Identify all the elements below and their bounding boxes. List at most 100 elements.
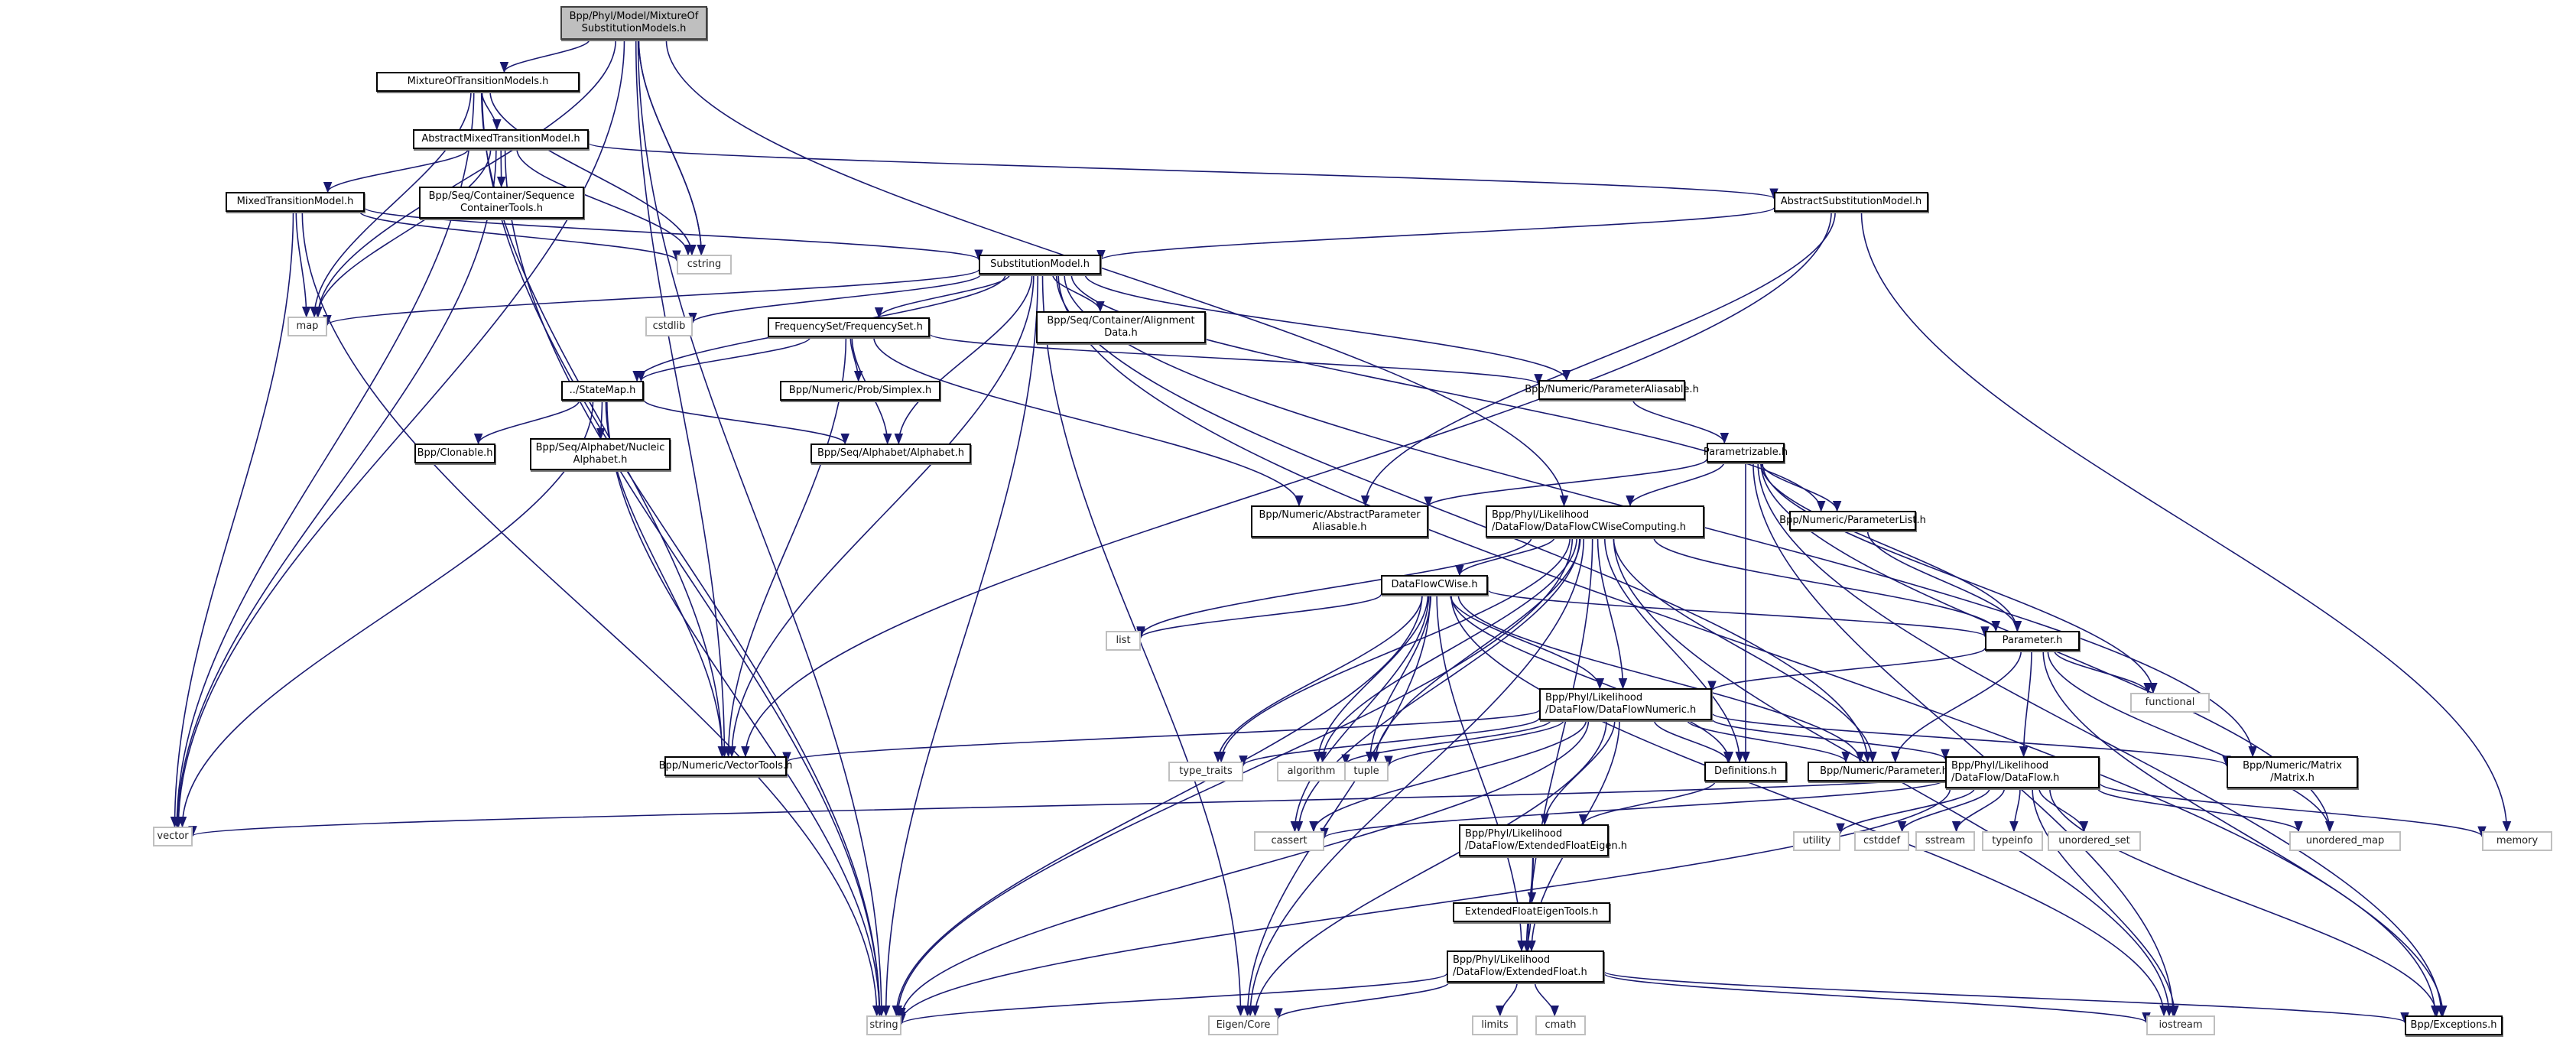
- edge-df-to-cstddef: [1897, 788, 1990, 833]
- edge-df-to-utility: [1836, 788, 1975, 835]
- edge-fs-to-pal: [929, 333, 1543, 385]
- node-eigen[interactable]: Eigen/Core: [1208, 1015, 1278, 1035]
- node-asm[interactable]: AbstractSubstitutionModel.h: [1774, 192, 1928, 212]
- edge-dfn-to-algo: [1341, 720, 1551, 765]
- edge-motm-to-map: [310, 91, 472, 318]
- node-dfcw[interactable]: DataFlowCWise.h: [1381, 575, 1488, 595]
- edge-sm-to-exc: [1057, 274, 2440, 1017]
- node-df[interactable]: Bpp/Phyl/Likelihood /DataFlow/DataFlow.h: [1945, 756, 2100, 788]
- edge-dfn-to-vt: [782, 710, 1540, 763]
- edge-sm-to-ad: [1052, 274, 1105, 313]
- node-sstream[interactable]: sstream: [1915, 831, 1975, 851]
- node-amtm[interactable]: AbstractMixedTransitionModel.h: [413, 129, 589, 149]
- edge-dfcw-to-cassert: [1290, 594, 1430, 833]
- node-alpha[interactable]: Bpp/Seq/Alphabet/Alphabet.h: [810, 444, 971, 463]
- edge-ef-to-eigen: [1274, 982, 1450, 1019]
- node-ad[interactable]: Bpp/Seq/Container/Alignment Data.h: [1036, 311, 1206, 343]
- edge-dfcw-to-algo: [1313, 594, 1429, 763]
- edge-ef-to-limits: [1496, 982, 1518, 1017]
- edge-root-to-string: [637, 39, 886, 1017]
- edge-dfcw-to-ef: [1436, 594, 1526, 952]
- node-map[interactable]: map: [287, 317, 327, 336]
- edge-amtm-to-asm: [588, 142, 1778, 200]
- node-cstring[interactable]: cstring: [677, 255, 732, 275]
- node-typeinfo[interactable]: typeinfo: [1982, 831, 2043, 851]
- node-cmath[interactable]: cmath: [1535, 1015, 1586, 1035]
- node-pal[interactable]: Bpp/Numeric/ParameterAliasable.h: [1525, 380, 1699, 400]
- node-efet[interactable]: ExtendedFloatEigenTools.h: [1453, 902, 1610, 922]
- node-tuple[interactable]: tuple: [1344, 762, 1389, 781]
- node-tt[interactable]: type_traits: [1168, 762, 1243, 781]
- edge-df-to-uset: [2038, 788, 2089, 833]
- node-functional[interactable]: functional: [2130, 693, 2210, 713]
- edge-parameter-to-bnparam: [1890, 650, 2022, 763]
- node-matrix[interactable]: Bpp/Numeric/Matrix /Matrix.h: [2227, 756, 2358, 788]
- node-defs[interactable]: Definitions.h: [1704, 762, 1787, 781]
- node-string[interactable]: string: [866, 1015, 901, 1035]
- edge-df-to-typeinfo: [2009, 788, 2021, 833]
- node-fs[interactable]: FrequencySet/FrequencySet.h: [768, 317, 930, 337]
- edge-dfn-to-defs: [1653, 720, 1733, 763]
- node-parameter[interactable]: Parameter.h: [1985, 631, 2080, 651]
- node-algo[interactable]: algorithm: [1277, 762, 1346, 781]
- edge-dfcw-to-list: [1136, 593, 1382, 639]
- edge-parameter-to-df: [2019, 650, 2032, 758]
- node-clon[interactable]: Bpp/Clonable.h: [414, 444, 495, 463]
- node-sm[interactable]: SubstitutionModel.h: [979, 255, 1101, 275]
- node-nucl[interactable]: Bpp/Seq/Alphabet/Nucleic Alphabet.h: [530, 438, 671, 470]
- edge-root-to-motm: [499, 39, 590, 73]
- edge-amtm-to-vector: [173, 148, 497, 828]
- edge-dfcc-to-list: [1136, 537, 1532, 638]
- edge-asm-to-apa: [1360, 211, 1836, 507]
- node-param[interactable]: Parametrizable.h: [1704, 443, 1788, 463]
- edge-df-to-umap: [2097, 788, 2303, 833]
- node-cstdlib[interactable]: cstdlib: [645, 317, 693, 336]
- node-smap[interactable]: ../StateMap.h: [561, 381, 644, 401]
- node-dfcc[interactable]: Bpp/Phyl/Likelihood /DataFlow/DataFlowCW…: [1486, 505, 1704, 538]
- node-memory[interactable]: memory: [2482, 831, 2552, 851]
- edge-dfcw-to-bnparam: [1457, 594, 1865, 763]
- edge-sm-to-eigen: [1041, 274, 1246, 1017]
- node-umap[interactable]: unordered_map: [2289, 831, 2401, 851]
- node-apa[interactable]: Bpp/Numeric/AbstractParameter Aliasable.…: [1251, 505, 1428, 538]
- edge-parameter-to-exc: [2042, 650, 2448, 1017]
- edge-root-to-vt: [635, 39, 729, 758]
- edge-param-to-parameter: [1760, 462, 2022, 632]
- node-vt[interactable]: Bpp/Numeric/VectorTools.h: [659, 756, 792, 776]
- edge-defs-to-efe: [1578, 781, 1716, 826]
- edge-sm-to-fs: [874, 274, 1011, 319]
- node-utility[interactable]: utility: [1793, 831, 1840, 851]
- node-cstddef[interactable]: cstddef: [1854, 831, 1909, 851]
- edge-param-to-plist: [1760, 462, 1842, 512]
- edge-amtm-to-string: [504, 148, 885, 1017]
- edge-param-to-apa: [1424, 458, 1707, 508]
- edge-parameter-to-functional: [2054, 650, 2152, 694]
- node-cassert[interactable]: cassert: [1254, 831, 1324, 851]
- node-iostream[interactable]: iostream: [2146, 1015, 2215, 1035]
- edge-fs-to-apa: [873, 336, 1304, 507]
- edge-dfn-to-bnparam: [1686, 720, 1850, 763]
- edge-dfcw-to-defs: [1450, 594, 1733, 763]
- edge-dfcw-to-iostream: [1450, 594, 2168, 1017]
- edge-df-to-memory: [2099, 782, 2487, 838]
- edge-dfn-to-tuple: [1384, 720, 1564, 767]
- node-plist[interactable]: Bpp/Numeric/ParameterList.h: [1779, 511, 1926, 531]
- node-bnparam[interactable]: Bpp/Numeric/Parameter.h: [1808, 762, 1960, 781]
- edge-amtm-to-sct: [496, 148, 506, 188]
- node-uset[interactable]: unordered_set: [2048, 831, 2141, 851]
- node-efe[interactable]: Bpp/Phyl/Likelihood /DataFlow/ExtendedFl…: [1459, 824, 1627, 856]
- node-exc[interactable]: Bpp/Exceptions.h: [2405, 1015, 2503, 1035]
- edge-sm-to-alpha: [894, 274, 1033, 445]
- edge-df-to-sstream: [1951, 788, 2006, 833]
- node-list[interactable]: list: [1106, 631, 1141, 651]
- node-root: Bpp/Phyl/Model/MixtureOf SubstitutionMod…: [560, 6, 707, 40]
- node-mtm[interactable]: MixedTransitionModel.h: [226, 192, 365, 212]
- node-vector[interactable]: vector: [153, 827, 193, 846]
- node-motm[interactable]: MixtureOfTransitionModels.h: [376, 72, 580, 92]
- edge-mtm-to-map: [295, 211, 311, 318]
- node-ef[interactable]: Bpp/Phyl/Likelihood /DataFlow/ExtendedFl…: [1447, 950, 1604, 983]
- node-dfn[interactable]: Bpp/Phyl/Likelihood /DataFlow/DataFlowNu…: [1539, 688, 1712, 720]
- node-simplex[interactable]: Bpp/Numeric/Prob/Simplex.h: [780, 381, 940, 401]
- node-sct[interactable]: Bpp/Seq/Container/Sequence ContainerTool…: [419, 187, 584, 219]
- node-limits[interactable]: limits: [1472, 1015, 1518, 1035]
